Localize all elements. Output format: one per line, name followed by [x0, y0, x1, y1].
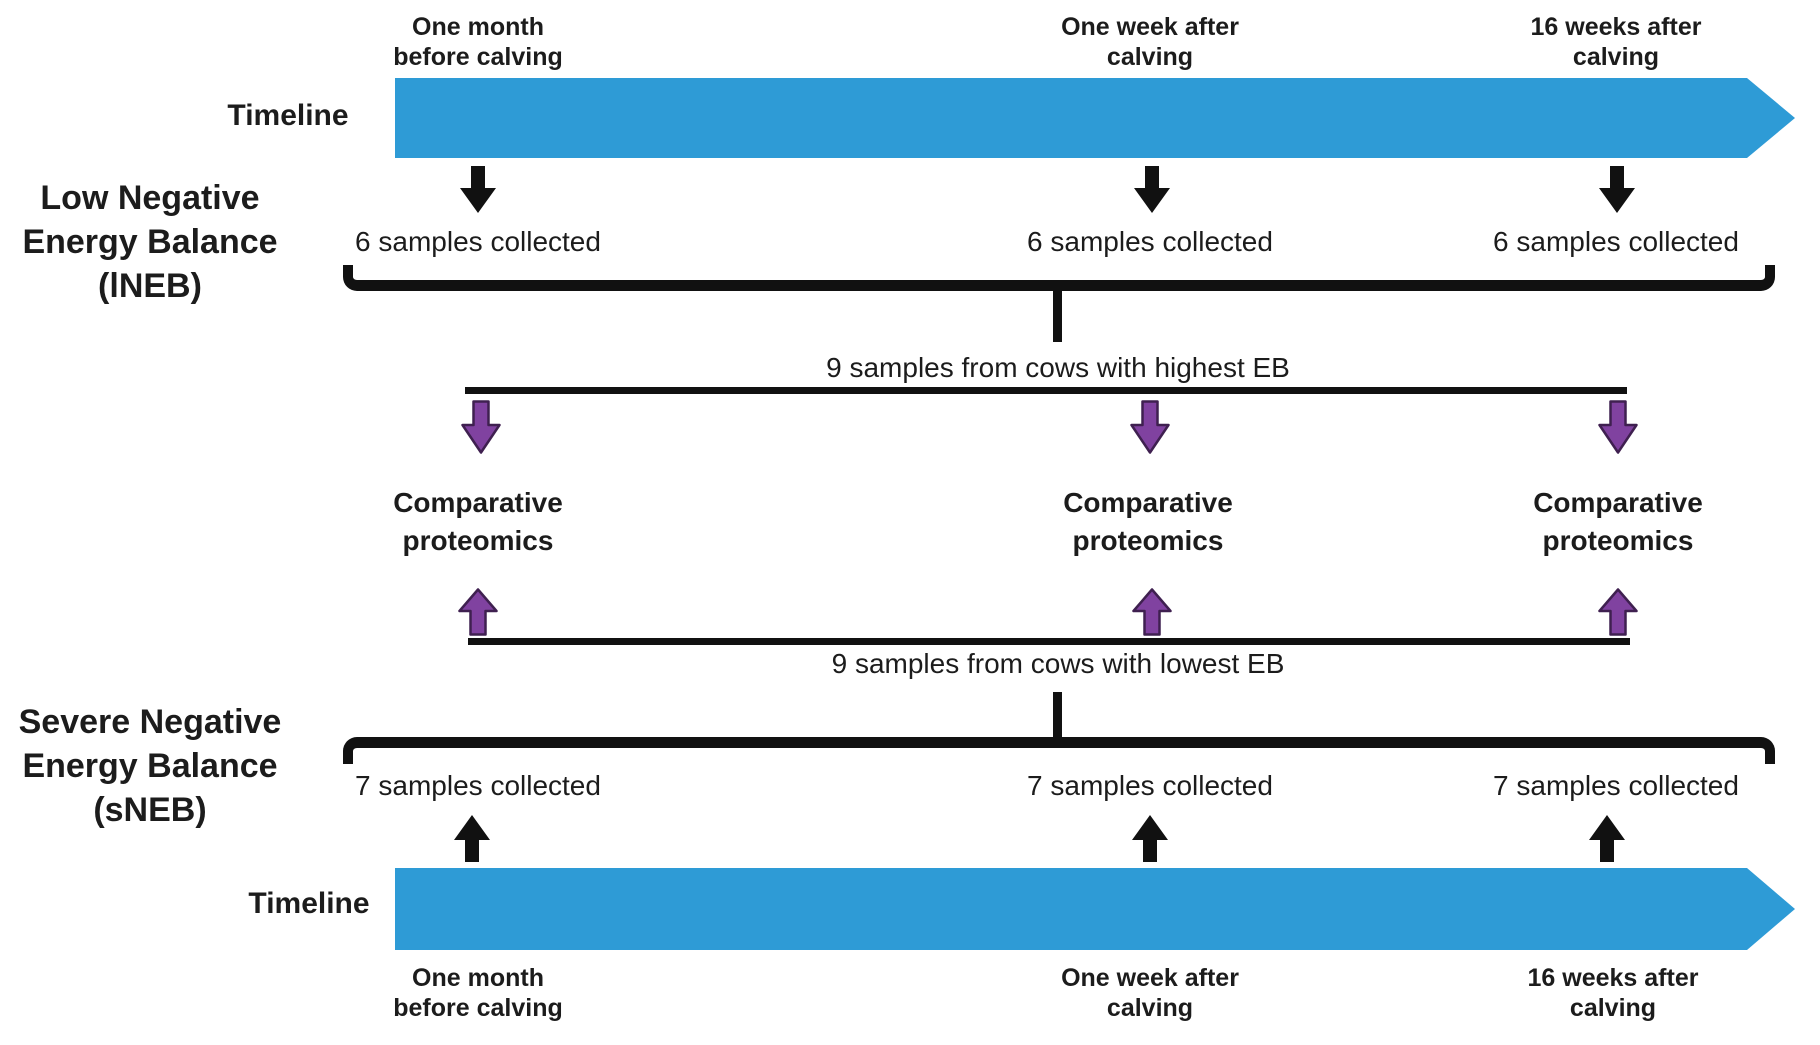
- black-down-arrow-2: [1134, 166, 1170, 214]
- bottom-timepoint-1-line2: before calving: [393, 994, 563, 1022]
- purple-down-arrow-2: [1130, 400, 1170, 454]
- lneb-group-label-line3: (lNEB): [98, 267, 202, 305]
- bottom-timepoint-2-line2: calving: [1106, 994, 1194, 1022]
- sneb-group-label-line1: Severe Negative: [18, 703, 282, 741]
- lneb-group-label: Low Negative Energy Balance (lNEB): [10, 176, 290, 308]
- top-timepoint-1: One month before calving: [328, 12, 628, 72]
- sneb-group-label: Severe Negative Energy Balance (sNEB): [5, 700, 295, 832]
- bottom-timepoint-3: 16 weeks after calving: [1463, 963, 1763, 1023]
- bottom-timepoint-2: One week after calving: [1000, 963, 1300, 1023]
- sneb-bracket-tick: [1053, 692, 1062, 740]
- bottom-timepoint-2-line1: One week after: [1061, 964, 1239, 992]
- comparative-proteomics-1: Comparative proteomics: [328, 484, 628, 560]
- top-timepoint-2-line2: calving: [1106, 43, 1194, 71]
- bottom-timepoint-3-line1: 16 weeks after: [1527, 964, 1699, 992]
- lneb-samples-2: 6 samples collected: [1027, 226, 1273, 257]
- bottom-timeline-arrow: [395, 868, 1795, 950]
- top-timepoint-1-line1: One month: [412, 13, 544, 41]
- black-up-arrow-3: [1589, 814, 1625, 862]
- top-timepoint-3-line2: calving: [1572, 43, 1660, 71]
- comparative-proteomics-2: Comparative proteomics: [998, 484, 1298, 560]
- lneb-samples-1: 6 samples collected: [355, 226, 601, 257]
- bottom-timepoint-3-line2: calving: [1569, 994, 1657, 1022]
- comparative-proteomics-3-line1: Comparative: [1533, 487, 1703, 518]
- comparative-proteomics-2-line1: Comparative: [1063, 487, 1233, 518]
- comparative-proteomics-2-line2: proteomics: [1072, 525, 1224, 556]
- purple-up-arrow-1: [458, 588, 498, 636]
- timeline-arrow-shape: [395, 868, 1795, 950]
- top-timeline-label: Timeline: [227, 99, 349, 132]
- purple-up-arrow-2: [1132, 588, 1172, 636]
- top-timepoint-1-line2: before calving: [393, 43, 563, 71]
- sneb-group-label-line2: Energy Balance: [22, 747, 278, 785]
- purple-up-arrow-3: [1598, 588, 1638, 636]
- lowest-eb-line: [468, 638, 1630, 645]
- black-up-arrow-1: [454, 814, 490, 862]
- lneb-group-label-line1: Low Negative: [40, 179, 260, 217]
- lneb-group-label-line2: Energy Balance: [22, 223, 278, 261]
- black-down-arrow-1: [460, 166, 496, 214]
- lneb-bracket: [343, 265, 1775, 291]
- lneb-samples-3: 6 samples collected: [1493, 226, 1739, 257]
- sneb-samples-3: 7 samples collected: [1493, 770, 1739, 801]
- comparative-proteomics-3-line2: proteomics: [1542, 525, 1694, 556]
- highest-eb-label: 9 samples from cows with highest EB: [826, 352, 1290, 383]
- bottom-timepoint-1-line1: One month: [412, 964, 544, 992]
- top-timepoint-3: 16 weeks after calving: [1466, 12, 1766, 72]
- black-down-arrow-3: [1599, 166, 1635, 214]
- black-up-arrow-2: [1132, 814, 1168, 862]
- lowest-eb-label: 9 samples from cows with lowest EB: [831, 648, 1285, 679]
- comparative-proteomics-3: Comparative proteomics: [1468, 484, 1768, 560]
- sneb-samples-1: 7 samples collected: [355, 770, 601, 801]
- top-timepoint-2: One week after calving: [1000, 12, 1300, 72]
- lneb-bracket-tick: [1053, 289, 1062, 342]
- bottom-timepoint-1: One month before calving: [328, 963, 628, 1023]
- sneb-group-label-line3: (sNEB): [93, 791, 207, 829]
- comparative-proteomics-1-line1: Comparative: [393, 487, 563, 518]
- comparative-proteomics-1-line2: proteomics: [402, 525, 554, 556]
- timeline-arrow-shape: [395, 78, 1795, 158]
- top-timepoint-3-line1: 16 weeks after: [1530, 13, 1702, 41]
- bottom-timeline-label: Timeline: [248, 887, 370, 920]
- top-timeline-arrow: [395, 78, 1795, 158]
- purple-down-arrow-3: [1598, 400, 1638, 454]
- top-timepoint-2-line1: One week after: [1061, 13, 1239, 41]
- sneb-bracket: [343, 737, 1775, 764]
- purple-down-arrow-1: [461, 400, 501, 454]
- sneb-samples-2: 7 samples collected: [1027, 770, 1273, 801]
- highest-eb-line: [465, 387, 1627, 394]
